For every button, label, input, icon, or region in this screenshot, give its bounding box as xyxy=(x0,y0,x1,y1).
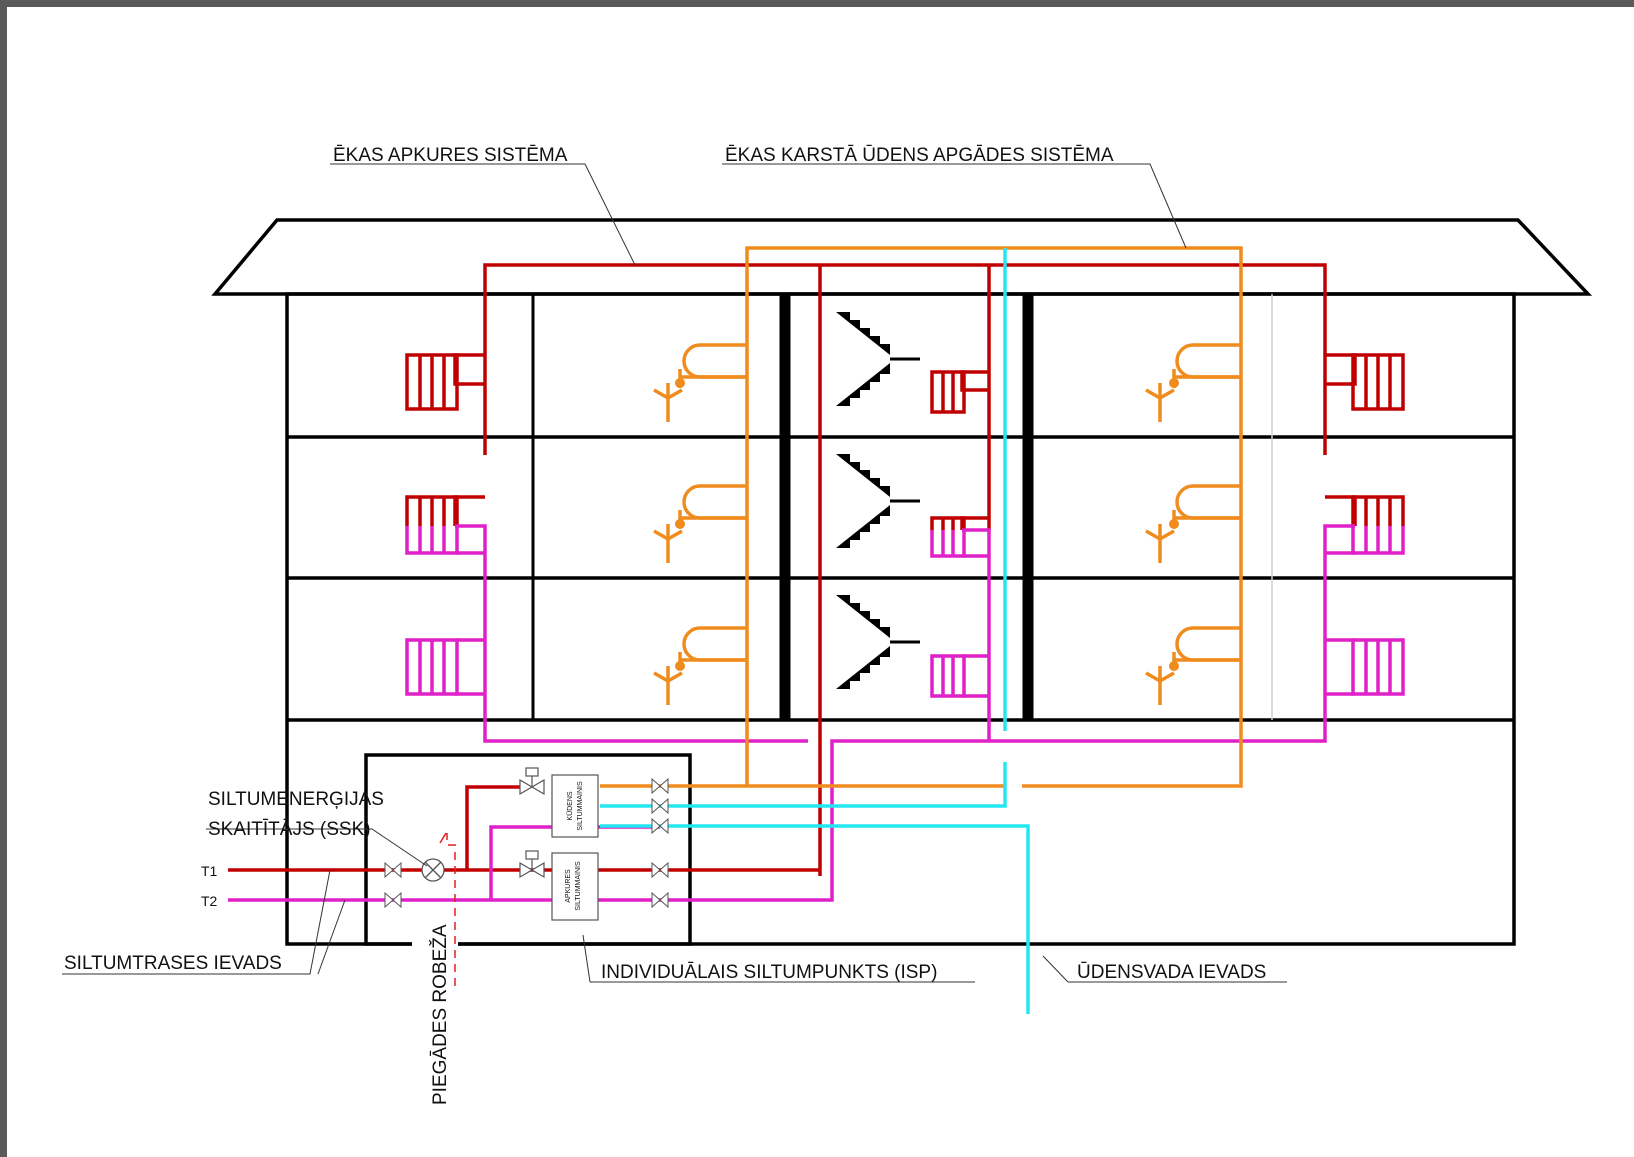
radiator-left-floor-2-icon xyxy=(405,495,459,555)
stair-floor-1-icon xyxy=(836,312,920,406)
heating-heat-exchanger xyxy=(551,852,599,921)
radiator-right-floor-1-icon xyxy=(1351,353,1405,411)
building-structure xyxy=(211,218,1593,950)
shutoff-valve-out-2-icon xyxy=(651,797,669,815)
radiator-left-floor-1-icon xyxy=(405,353,459,411)
tap-left-floor-1-icon xyxy=(653,343,747,422)
hx-water-label-1: KŪDENS xyxy=(566,791,574,821)
drawing-sheet: KŪDENS SILTUMMAINIS APKURES SILTUMMAINIS xyxy=(7,7,1634,1157)
heating-return-pipes xyxy=(228,524,1355,902)
cold-water-pipes xyxy=(600,248,1030,1014)
water-inlet-label: ŪDENSVADA IEVADS xyxy=(1077,962,1266,983)
heat-meter-icon xyxy=(421,858,445,882)
shutoff-valve-t1-icon xyxy=(384,861,402,879)
tap-right-floor-2-icon xyxy=(1145,484,1241,563)
radiator-right-floor-3-icon xyxy=(1351,638,1405,696)
meter-label-line2: SKAITĪTĀJS (SSK) xyxy=(208,819,371,840)
text-labels: ĒKAS APKURES SISTĒMA ĒKAS KARSTĀ ŪDENS A… xyxy=(64,145,1266,1105)
stairs-group xyxy=(836,312,920,689)
t2-label: T2 xyxy=(201,893,218,909)
leader-lines xyxy=(62,163,1287,983)
tap-right-floor-1-icon xyxy=(1145,343,1241,422)
supply-boundary-label: PIEGĀDES ROBEŽA xyxy=(429,924,451,1105)
tap-left-floor-3-icon xyxy=(653,626,747,705)
hx-heating-label-2: SILTUMMAINIS xyxy=(575,861,582,911)
substation-label: INDIVIDUĀLAIS SILTUMPUNKTS (ISP) xyxy=(601,962,937,983)
substation-room xyxy=(364,753,692,946)
heating-supply-pipes xyxy=(228,263,1357,876)
shutoff-valve-t2-icon xyxy=(384,891,402,909)
heating-system-diagram: KŪDENS SILTUMMAINIS APKURES SILTUMMAINIS xyxy=(62,145,1593,1105)
control-valve-2-icon xyxy=(519,850,545,879)
shutoff-valve-out-3-icon xyxy=(651,817,669,835)
radiators xyxy=(405,353,1405,698)
district-heating-inlet-label: SILTUMTRASES IEVADS xyxy=(64,953,282,974)
hot-water-system-label: ĒKAS KARSTĀ ŪDENS APGĀDES SISTĒMA xyxy=(725,145,1114,166)
hot-water-heat-exchanger xyxy=(551,774,599,838)
roof xyxy=(211,218,1593,296)
radiator-mid-floor-3-icon xyxy=(930,654,966,698)
control-valve-1-icon xyxy=(519,767,545,796)
substation-door-gap xyxy=(412,938,458,950)
building-outline xyxy=(285,292,1516,946)
stair-floor-3-icon xyxy=(836,595,920,689)
t1-label: T1 xyxy=(201,863,218,879)
tap-left-floor-2-icon xyxy=(653,484,747,563)
meter-label-line1: SILTUMENERĢIJAS xyxy=(208,789,384,810)
shutoff-valve-out-1-icon xyxy=(651,777,669,795)
radiator-mid-floor-2-icon xyxy=(930,516,966,558)
hot-water-pipes xyxy=(600,246,1243,788)
shutoff-valve-out-4-icon xyxy=(651,861,669,879)
stair-floor-2-icon xyxy=(836,454,920,548)
hx-water-label-2: SILTUMMAINIS xyxy=(577,781,584,831)
tap-right-floor-3-icon xyxy=(1145,626,1241,705)
hx-heating-label-1: APKURES xyxy=(565,869,572,903)
radiator-right-floor-2-icon xyxy=(1351,495,1405,555)
radiator-left-floor-3-icon xyxy=(405,638,459,696)
supply-boundary-line xyxy=(439,832,456,986)
substation-equipment: KŪDENS SILTUMMAINIS APKURES SILTUMMAINIS xyxy=(384,767,669,921)
radiator-mid-floor-1-icon xyxy=(930,370,966,414)
shutoff-valve-out-5-icon xyxy=(651,891,669,909)
heating-system-label: ĒKAS APKURES SISTĒMA xyxy=(333,145,568,166)
